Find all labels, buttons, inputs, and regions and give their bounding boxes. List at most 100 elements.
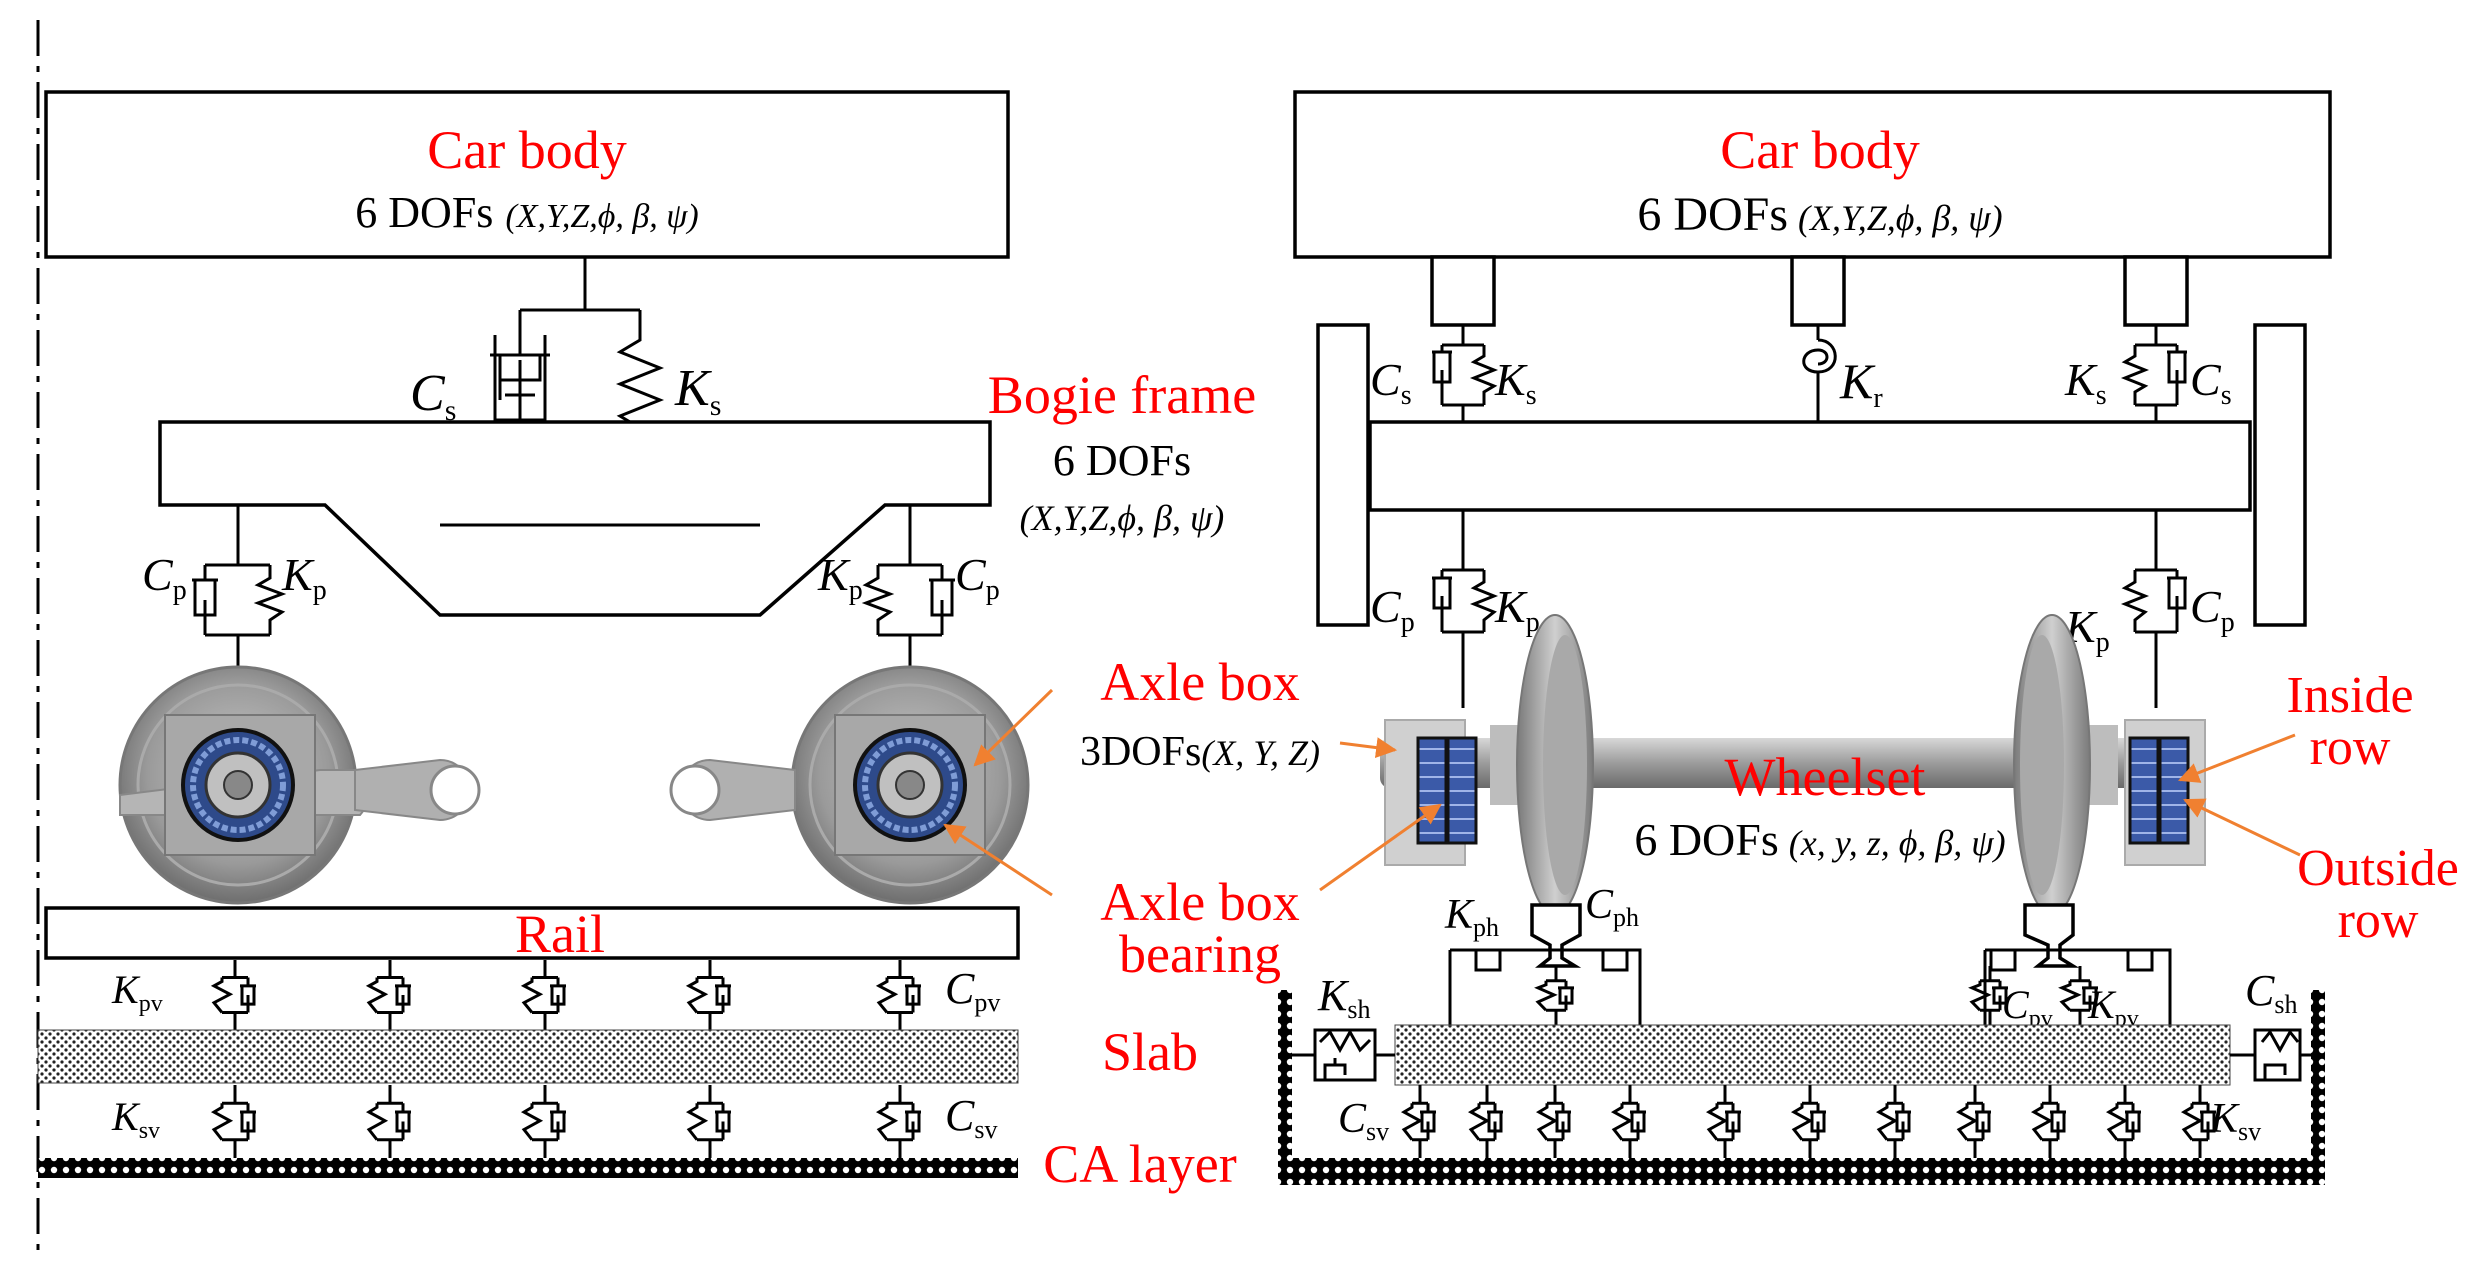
right-primary-left [1432,510,1499,708]
right-secondary-left-damper-label: Cs [1370,354,1412,411]
left-primary-spring-left [253,565,287,635]
spring-damper-element [365,1085,411,1158]
right-rail-right [2023,903,2080,968]
left-car-body-dofs: 6 DOFs (X,Y,Z,ϕ, β, ψ) [355,188,698,237]
right-car-body [1293,90,2332,259]
lateral-fastener [2126,948,2154,972]
fastener-frame [1983,948,2172,1025]
spring-damper-element [2030,1085,2066,1158]
left-rail-label: Rail [515,904,605,964]
left-rail-pads [210,960,921,1030]
spring-damper-element [1400,1085,1436,1158]
right-secondary-right-damper-label: Cs [2190,354,2232,411]
left-primary-spring-right [861,565,895,635]
right-roll-spring-label: Kr [1839,353,1883,414]
right-primary-right-damper-label: Cp [2190,581,2235,638]
spring-damper-element [2180,1085,2216,1158]
left-secondary-spring-label: Ks [674,360,721,422]
left-primary-right-spring-label: Kp [817,549,863,606]
outside-row-line1: Outside [2297,840,2459,897]
left-primary-right-damper-label: Cp [955,549,1000,606]
right-primary-left-spring-label: Kp [1494,581,1540,638]
right-ca-springs [1400,1085,2216,1158]
left-secondary-damper-label: Cs [410,365,456,427]
right-secondary-left [1432,325,1499,422]
rail-lateral-spring-label: Kph [1444,892,1499,942]
wheelset-dofs: 6 DOFs (x, y, z, ϕ, β, ψ) [1634,814,2005,865]
bogie-frame-dofs-label: 6 DOFs [1053,436,1191,485]
wheelset-graphic [1380,614,2206,916]
spring-damper-element [1610,1085,1646,1158]
left-car-body [44,90,1010,259]
spring-damper-element [2105,1085,2141,1158]
left-primary-damper-left [192,565,218,635]
right-secondary-right [2120,325,2187,422]
spring-damper-element [875,960,921,1030]
bogie-frame-dofs-vars: (X,Y,Z,ϕ, β, ψ) [1020,498,1225,538]
right-secondary-right-spring-label: Ks [2064,354,2107,411]
spring-damper-element [685,1085,731,1158]
right-roll-spring [1802,325,1837,422]
spring-damper-element [1535,1085,1571,1158]
spring-damper-element [210,1085,256,1158]
left-rail-pad-damper-label: Cpv [945,964,1000,1017]
pointer-arrows [943,688,2301,897]
left-car-body-title: Car body [427,120,626,180]
right-car-body-title: Car body [1720,120,1919,180]
right-primary-right-spring-label: Kp [2064,601,2110,658]
spring-damper-element [1790,1085,1826,1158]
left-bogie-frame [158,420,992,617]
slab-lateral-right-label: Csh [2245,966,2297,1019]
spring-damper-element [1467,1085,1503,1158]
left-wheel-front [118,665,481,905]
right-bogie-side-left [1316,323,1370,627]
right-primary-left-damper-label: Cp [1370,581,1415,638]
spring-damper-element [1534,966,1574,1025]
axle-box-title: Axle box [1100,652,1299,712]
right-bogie-beam [1368,420,2252,512]
left-rail-pad-spring-label: Kpv [111,967,163,1017]
left-rail [44,906,1020,960]
right-ca-layer [1278,1158,2325,1178]
axle-box-dofs: 3DOFs(X, Y, Z) [1080,729,1320,775]
rail-vertical-spring-label: Kpv [2087,982,2139,1032]
spring-damper-element [520,1085,566,1158]
right-ca-damper-label: Csv [1338,1096,1389,1146]
slab-lateral-right [2230,1028,2311,1082]
lateral-fastener [1474,948,1502,972]
spring-damper-element [365,960,411,1030]
inside-row-line1: Inside [2286,667,2413,724]
left-primary-left-spring-label: Kp [281,549,327,606]
spring-damper-element [1705,1085,1741,1158]
bogie-frame-title: Bogie frame [988,365,1256,425]
spring-damper-element [210,960,256,1030]
fastener-frame [1448,948,1642,1025]
spring-damper-element [1875,1085,1911,1158]
rail-lateral-damper-label: Cph [1585,882,1639,932]
lateral-fastener [1601,948,1629,972]
slab-lateral-left [1292,1028,1395,1082]
ca-layer-label: CA layer [1043,1134,1236,1194]
right-rail-fasteners [1448,948,2172,1025]
left-slab [37,1029,1019,1084]
outside-row-line2: row [2338,892,2419,949]
axle-box-bearing-line2: bearing [1119,924,1281,984]
right-secondary-left-spring-label: Ks [1494,354,1537,411]
spring-damper-element [685,960,731,1030]
right-car-body-dofs: 6 DOFs (X,Y,Z,ϕ, β, ψ) [1637,188,2002,241]
left-primary-left-damper-label: Cp [142,549,187,606]
left-ca-damper-label: Csv [945,1091,997,1144]
right-primary-right [2120,510,2187,708]
wheelset-title: Wheelset [1725,747,1926,807]
right-rail-left [1530,903,1582,968]
spring-damper-element [1955,1085,1991,1158]
slab-label: Slab [1102,1022,1198,1082]
right-bogie-side-right [2253,323,2307,627]
spring-damper-element [2058,966,2098,1025]
axle-box-bearing-line1: Axle box [1100,872,1299,932]
spring-damper-element [875,1085,921,1158]
left-ca-springs [210,1085,921,1158]
right-ca-spring-label: Ksv [2209,1096,2261,1146]
slab-lateral-left-label: Ksh [1317,971,1370,1024]
left-ca-layer [38,1158,1018,1178]
